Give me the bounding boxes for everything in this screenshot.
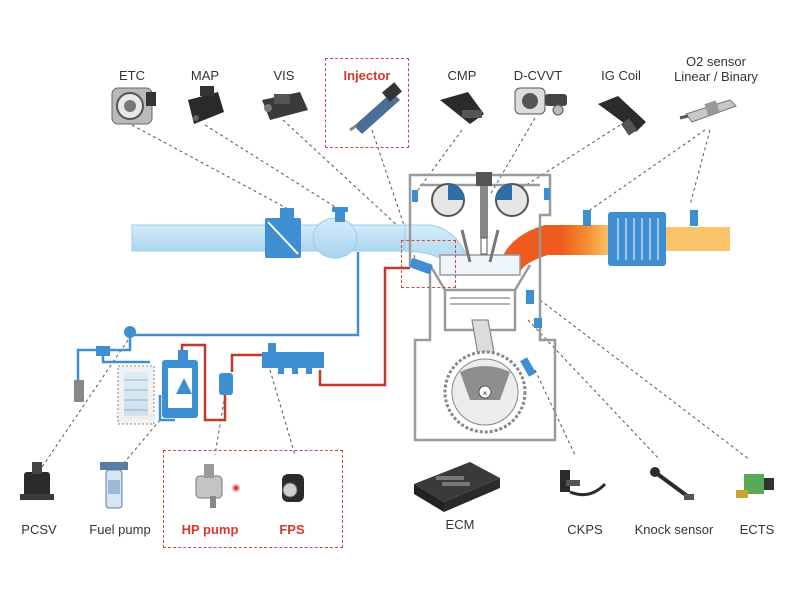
camshafts [431,172,529,238]
exhaust-system [500,210,730,272]
injector-mount [409,258,433,274]
cmp-mount [412,190,418,202]
vvt-mount [544,188,550,200]
lp-feed-line [180,343,227,422]
label-cmp: CMP [447,68,477,83]
map-sensor-icon [188,86,224,124]
leader-ects [539,299,751,461]
ects-sensor-icon [736,474,774,498]
injector-highlight-box [325,58,409,148]
leader-hppump [214,394,226,456]
canister [74,326,155,425]
purge-line [130,252,360,337]
hp-system-highlight-box [163,450,343,548]
leader-pcsv [39,339,129,471]
label-fuel-pump: Fuel pump [89,522,151,537]
label-pcsv: PCSV [21,522,57,537]
o2-sensor-front [583,210,591,226]
leader-cmp [417,129,463,191]
leader-etc [131,124,291,211]
ignition-coil-icon [598,96,646,136]
leader-fps [269,369,296,456]
catalytic-converter [608,212,666,266]
o2-sensor-icon [679,99,737,123]
label-ecm: ECM [445,517,475,532]
fuel-tank [162,350,198,418]
label-ckps: CKPS [567,522,603,537]
fuel-pump-icon [100,462,128,509]
ckps-sensor-icon [560,470,607,497]
svg-text:×: × [483,389,488,398]
knock-mount [534,318,542,328]
leader-knock [527,319,661,461]
fps-sensor-icon [282,474,304,502]
canister-filter [74,380,84,402]
leader-ckps [534,369,576,456]
etc-icon [111,87,156,125]
label-etc: ETC [119,68,145,83]
crank-wheel: × [443,350,527,434]
label-hp-pump: HP pump [181,522,239,537]
label-map: MAP [190,68,220,83]
vis-actuator-icon [262,92,308,120]
label-ects: ECTS [739,522,775,537]
leader-map [204,124,341,211]
cmp-sensor-icon [440,92,484,124]
label-o2-sensor: O2 sensor [686,54,746,69]
label-dcvvt: D-CVVT [513,68,563,83]
label-injector: Injector [343,68,391,83]
fuel-rail [262,352,324,368]
leader-dcvvt [489,117,536,196]
dcvvt-actuator-icon [514,87,567,116]
label-knock-sensor: Knock sensor [634,522,714,537]
label-o2-type: Linear / Binary [674,69,758,84]
pcsv-icon [20,462,54,500]
label-igcoil: IG Coil [601,68,641,83]
label-canister: Canister [115,411,157,423]
ects-mount [526,290,534,304]
ckps-mount [520,357,536,377]
injector-icon [349,82,402,134]
map-mount [335,212,345,222]
injector-port-highlight-box [401,240,456,288]
leader-o2-2 [689,129,711,206]
label-fps: FPS [279,522,305,537]
leader-injector [371,129,416,259]
leader-fuelpump [117,419,161,471]
knock-sensor-icon [650,467,694,500]
leader-igcoil [494,124,621,206]
leader-vis [282,119,401,229]
o2-sensor-rear [690,210,698,226]
intake-duct [131,207,469,269]
leader-o2-1 [589,129,706,211]
hp-rail-line [318,266,410,387]
label-vis: VIS [273,68,295,83]
hp-pump-mount [219,373,233,395]
pcsv-valve [124,326,136,338]
hp-pump-icon [195,464,240,508]
ecm-icon [414,462,500,512]
